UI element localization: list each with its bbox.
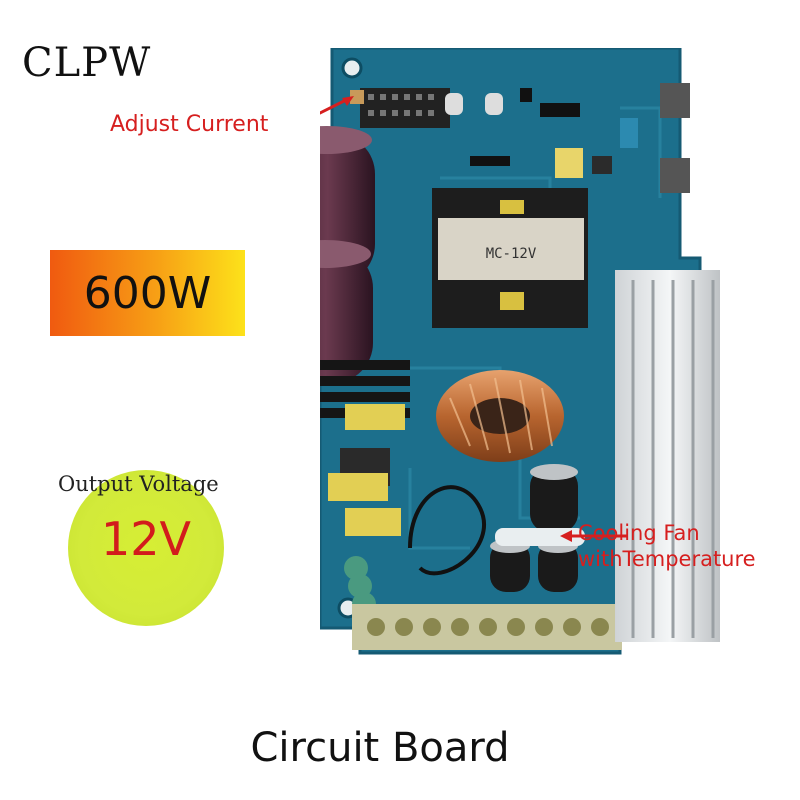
wattage-badge: 600W xyxy=(50,250,245,336)
cooling-fan-line2: withTemperature xyxy=(578,547,756,571)
wattage-value: 600W xyxy=(83,267,212,319)
output-voltage-value: 12V xyxy=(100,512,191,566)
transformer-marking: MC-12V xyxy=(486,246,537,262)
output-voltage-label: Output Voltage xyxy=(58,472,219,496)
circuit-board-image: MC-12V xyxy=(320,48,720,655)
adjust-current-label: Adjust Current xyxy=(110,112,269,137)
voltage-circle xyxy=(68,470,224,626)
image-caption: Circuit Board xyxy=(250,725,510,771)
brand-logo-text: CLPW xyxy=(22,40,152,86)
cooling-fan-line1: Cooling Fan xyxy=(578,521,700,545)
cooling-fan-label: Cooling Fan withTemperature xyxy=(578,520,756,572)
